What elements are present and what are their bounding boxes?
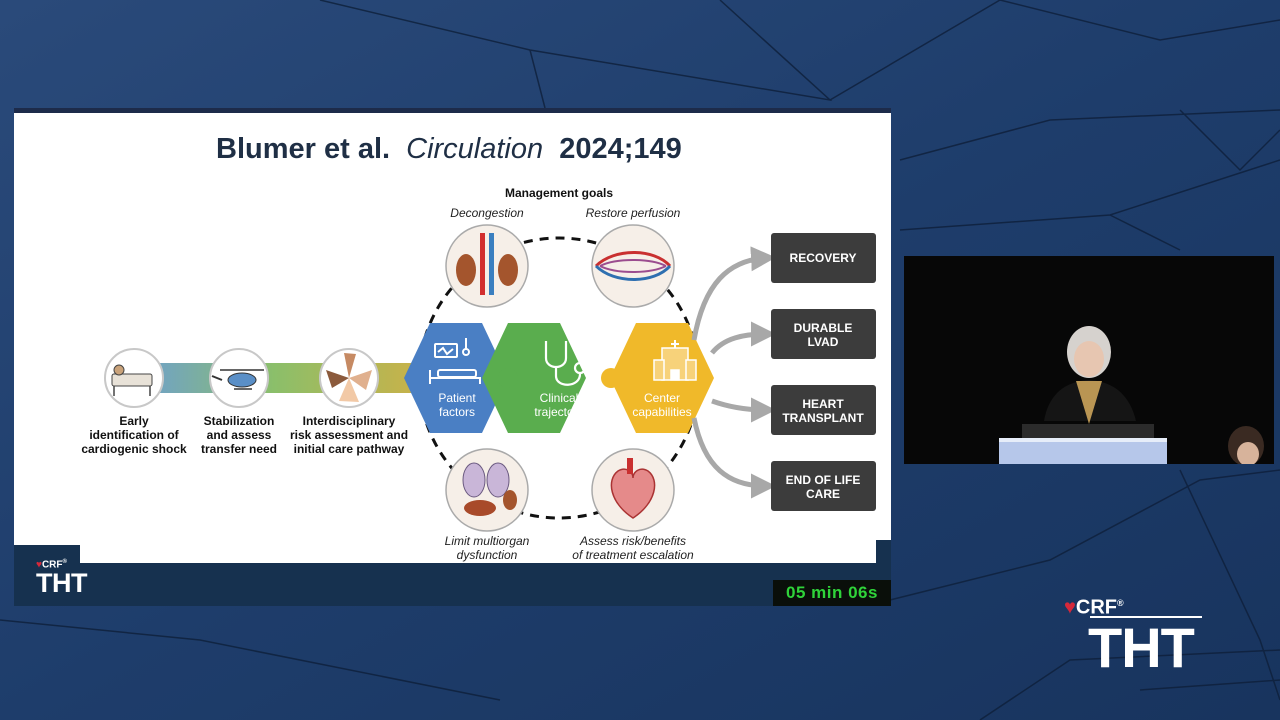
hex-3-line2: capabilities xyxy=(632,405,691,419)
heart-logo-icon-large: ♥ xyxy=(1064,596,1076,619)
step-3-line2: risk assessment and xyxy=(290,428,408,442)
slide-footer-tab xyxy=(14,545,80,563)
outcome-4-line1: END OF LIFE xyxy=(786,473,861,487)
logo-tht-text-large: THT xyxy=(1088,616,1195,679)
outcome-2-line1: DURABLE xyxy=(794,321,853,335)
outcome-1-line1: RECOVERY xyxy=(790,251,857,265)
hex-3-line1: Center xyxy=(644,391,680,405)
goal-limit-line2: dysfunction xyxy=(457,548,518,562)
puzzle-knob-left xyxy=(498,368,518,388)
step-1-line2: identification of xyxy=(89,428,179,442)
outcome-2-line2: LVAD xyxy=(808,335,839,349)
goal-limit-line1: Limit multiorgan xyxy=(445,534,530,548)
step-1-line3: cardiogenic shock xyxy=(81,442,187,456)
outcome-end-of-life-box: END OF LIFE CARE xyxy=(771,461,876,511)
step-icon-hands xyxy=(319,348,379,408)
outcome-3-line2: TRANSPLANT xyxy=(782,411,864,425)
step-2-line2: and assess xyxy=(207,428,272,442)
hex-1-line1: Patient xyxy=(438,391,476,405)
outcome-lvad-box: DURABLE LVAD xyxy=(771,309,876,359)
care-pathway-diagram: Blumer et al. Circulation 2024;149 Manag… xyxy=(81,133,876,562)
hex-2-line1: Clinical xyxy=(540,391,579,405)
step-icon-helicopter xyxy=(209,348,269,408)
step-3-line1: Interdisciplinary xyxy=(303,414,396,428)
logo-crf-text: CRF xyxy=(41,559,63,571)
outcome-4-line2: CARE xyxy=(806,487,840,501)
presentation-timer: 05 min 06s xyxy=(773,580,891,606)
heart-icon xyxy=(591,448,675,532)
hex-clinical-trajectory xyxy=(482,323,586,433)
slide-footer xyxy=(14,563,891,606)
event-logo: ♥CRF® THT xyxy=(1064,591,1204,679)
logo-divider xyxy=(1090,616,1202,618)
outcome-transplant-box: HEART TRANSPLANT xyxy=(771,385,876,435)
title-journal: Circulation xyxy=(406,133,543,165)
patient-bed-icon xyxy=(429,338,481,384)
outcome-3-line1: HEART xyxy=(802,397,844,411)
logo-reg-mark-large: ® xyxy=(1116,598,1124,608)
outcome-recovery-box: RECOVERY xyxy=(771,233,876,283)
slide-logo: ♥CRF® THT xyxy=(36,556,87,597)
hex-1-line2: factors xyxy=(439,405,475,419)
step-icon-early xyxy=(104,348,164,408)
kidney-icon xyxy=(445,224,529,308)
step-3-line3: initial care pathway xyxy=(294,442,405,456)
puzzle-knob-right xyxy=(601,368,621,388)
step-2-line1: Stabilization xyxy=(204,414,275,428)
heart-logo-icon: ♥ xyxy=(36,559,42,571)
stethoscope-icon xyxy=(544,341,587,386)
goal-restore-perfusion-label: Restore perfusion xyxy=(586,206,681,220)
title-year: 2024;149 xyxy=(559,133,682,165)
goal-decongestion-label: Decongestion xyxy=(450,206,524,220)
step-2-line3: transfer need xyxy=(201,442,277,456)
title-authors: Blumer et al. xyxy=(216,133,390,165)
lungs-icon xyxy=(445,448,529,532)
slide-title: Blumer et al. Circulation 2024;149 xyxy=(216,133,682,165)
presenter-video xyxy=(904,256,1274,464)
step-1-line1: Early xyxy=(119,414,149,428)
vessels-icon xyxy=(591,224,675,308)
logo-reg-mark: ® xyxy=(62,559,67,565)
logo-crf-text-large: CRF xyxy=(1075,596,1117,619)
goal-assess-line2: of treatment escalation xyxy=(572,548,694,562)
slide-top-bar xyxy=(14,108,891,113)
goal-assess-line1: Assess risk/benefits xyxy=(579,534,686,548)
management-goals-label: Management goals xyxy=(505,186,613,200)
outcome-arrows xyxy=(691,246,776,499)
logo-tht-text: THT xyxy=(36,568,87,598)
slide-footer-right xyxy=(876,540,891,563)
hospital-icon xyxy=(653,340,697,381)
presentation-slide: Blumer et al. Circulation 2024;149 Manag… xyxy=(14,108,891,606)
hex-2-line2: trajectory xyxy=(534,405,583,419)
